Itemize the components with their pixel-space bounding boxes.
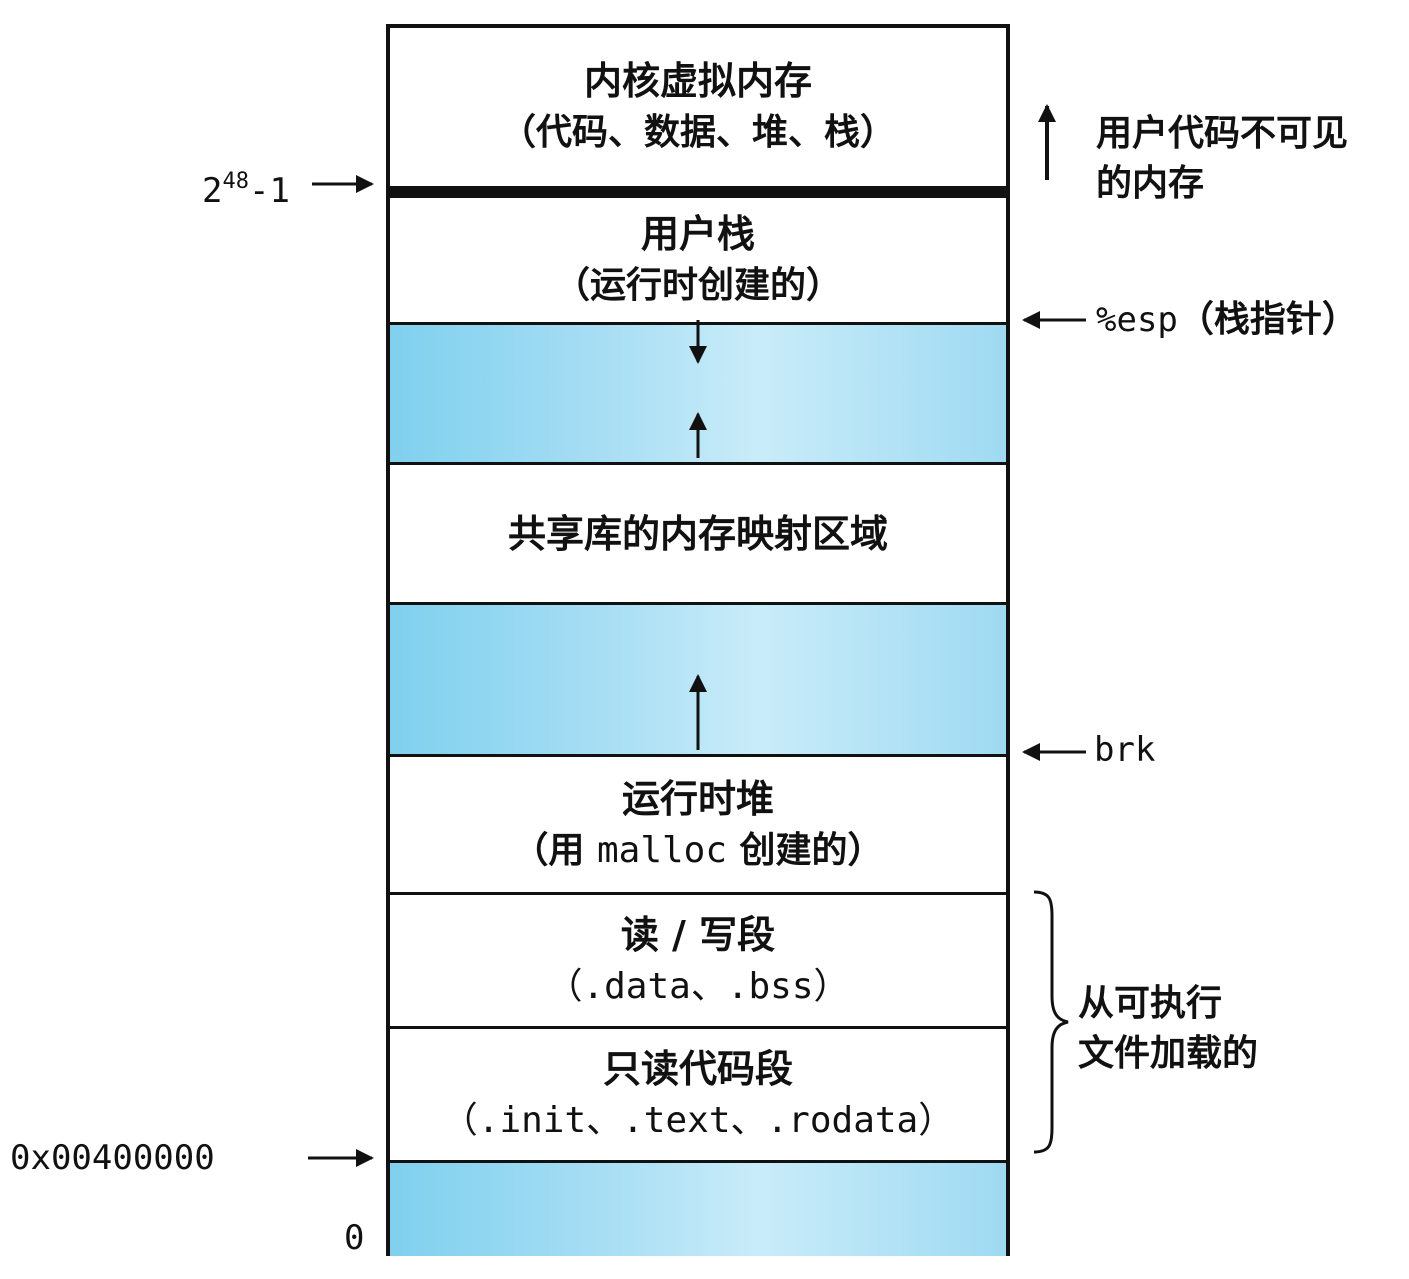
kernel-segment-subtitle: （代码、数据、堆、栈） xyxy=(499,112,896,153)
read-write-segment: 读 / 写段 （.data、.bss） xyxy=(390,892,1006,1026)
read-only-subtitle: （.init、.text、.rodata） xyxy=(441,1099,955,1141)
kernel-segment-title: 内核虚拟内存 xyxy=(583,59,812,103)
brk-label: brk xyxy=(1094,730,1156,770)
runtime-heap-title: 运行时堆 xyxy=(621,776,774,821)
user-stack-subtitle: （运行时创建的） xyxy=(553,265,842,306)
top-address-exponent: 48 xyxy=(222,169,249,194)
loaded-segments-brace xyxy=(1033,890,1069,1154)
shared-libraries-title: 共享库的内存映射区域 xyxy=(507,511,888,556)
malloc-label: malloc xyxy=(596,829,728,871)
invisible-memory-label-line2: 的内存 xyxy=(1096,163,1205,204)
zero-address-label: 0 xyxy=(344,1218,365,1258)
user-stack-title: 用户栈 xyxy=(640,212,755,256)
shared-libraries-segment: 共享库的内存映射区域 xyxy=(390,462,1006,602)
read-only-code-segment: 只读代码段 （.init、.text、.rodata） xyxy=(390,1026,1006,1160)
esp-register-name: %esp xyxy=(1096,300,1178,340)
kernel-virtual-memory-segment: 内核虚拟内存 （代码、数据、堆、栈） xyxy=(390,28,1006,186)
top-address-base: 2 xyxy=(202,171,223,211)
read-write-subtitle: （.data、.bss） xyxy=(546,965,850,1007)
heap-sub-prefix: （用 xyxy=(512,829,597,871)
heap-sub-suffix: 创建的） xyxy=(727,829,884,871)
loaded-from-executable-line1: 从可执行 xyxy=(1078,983,1223,1024)
user-stack-segment: 用户栈 （运行时创建的） xyxy=(390,186,1006,322)
runtime-heap-segment: 运行时堆 （用 malloc 创建的） xyxy=(390,754,1006,892)
runtime-heap-subtitle: （用 malloc 创建的） xyxy=(512,825,883,877)
text-start-address-label: 0x00400000 xyxy=(10,1138,215,1178)
read-only-title: 只读代码段 xyxy=(602,1046,793,1091)
top-address-suffix: -1 xyxy=(248,171,290,211)
esp-label: %esp（栈指针） xyxy=(1096,296,1358,344)
esp-description: （栈指针） xyxy=(1177,299,1358,340)
read-write-title: 读 / 写段 xyxy=(620,912,776,957)
loaded-from-executable-line2: 文件加载的 xyxy=(1078,1033,1259,1074)
unused-low-region xyxy=(390,1160,1006,1256)
invisible-memory-label-line1: 用户代码不可见 xyxy=(1096,113,1349,154)
top-user-address-label: 248-1 xyxy=(202,158,290,215)
